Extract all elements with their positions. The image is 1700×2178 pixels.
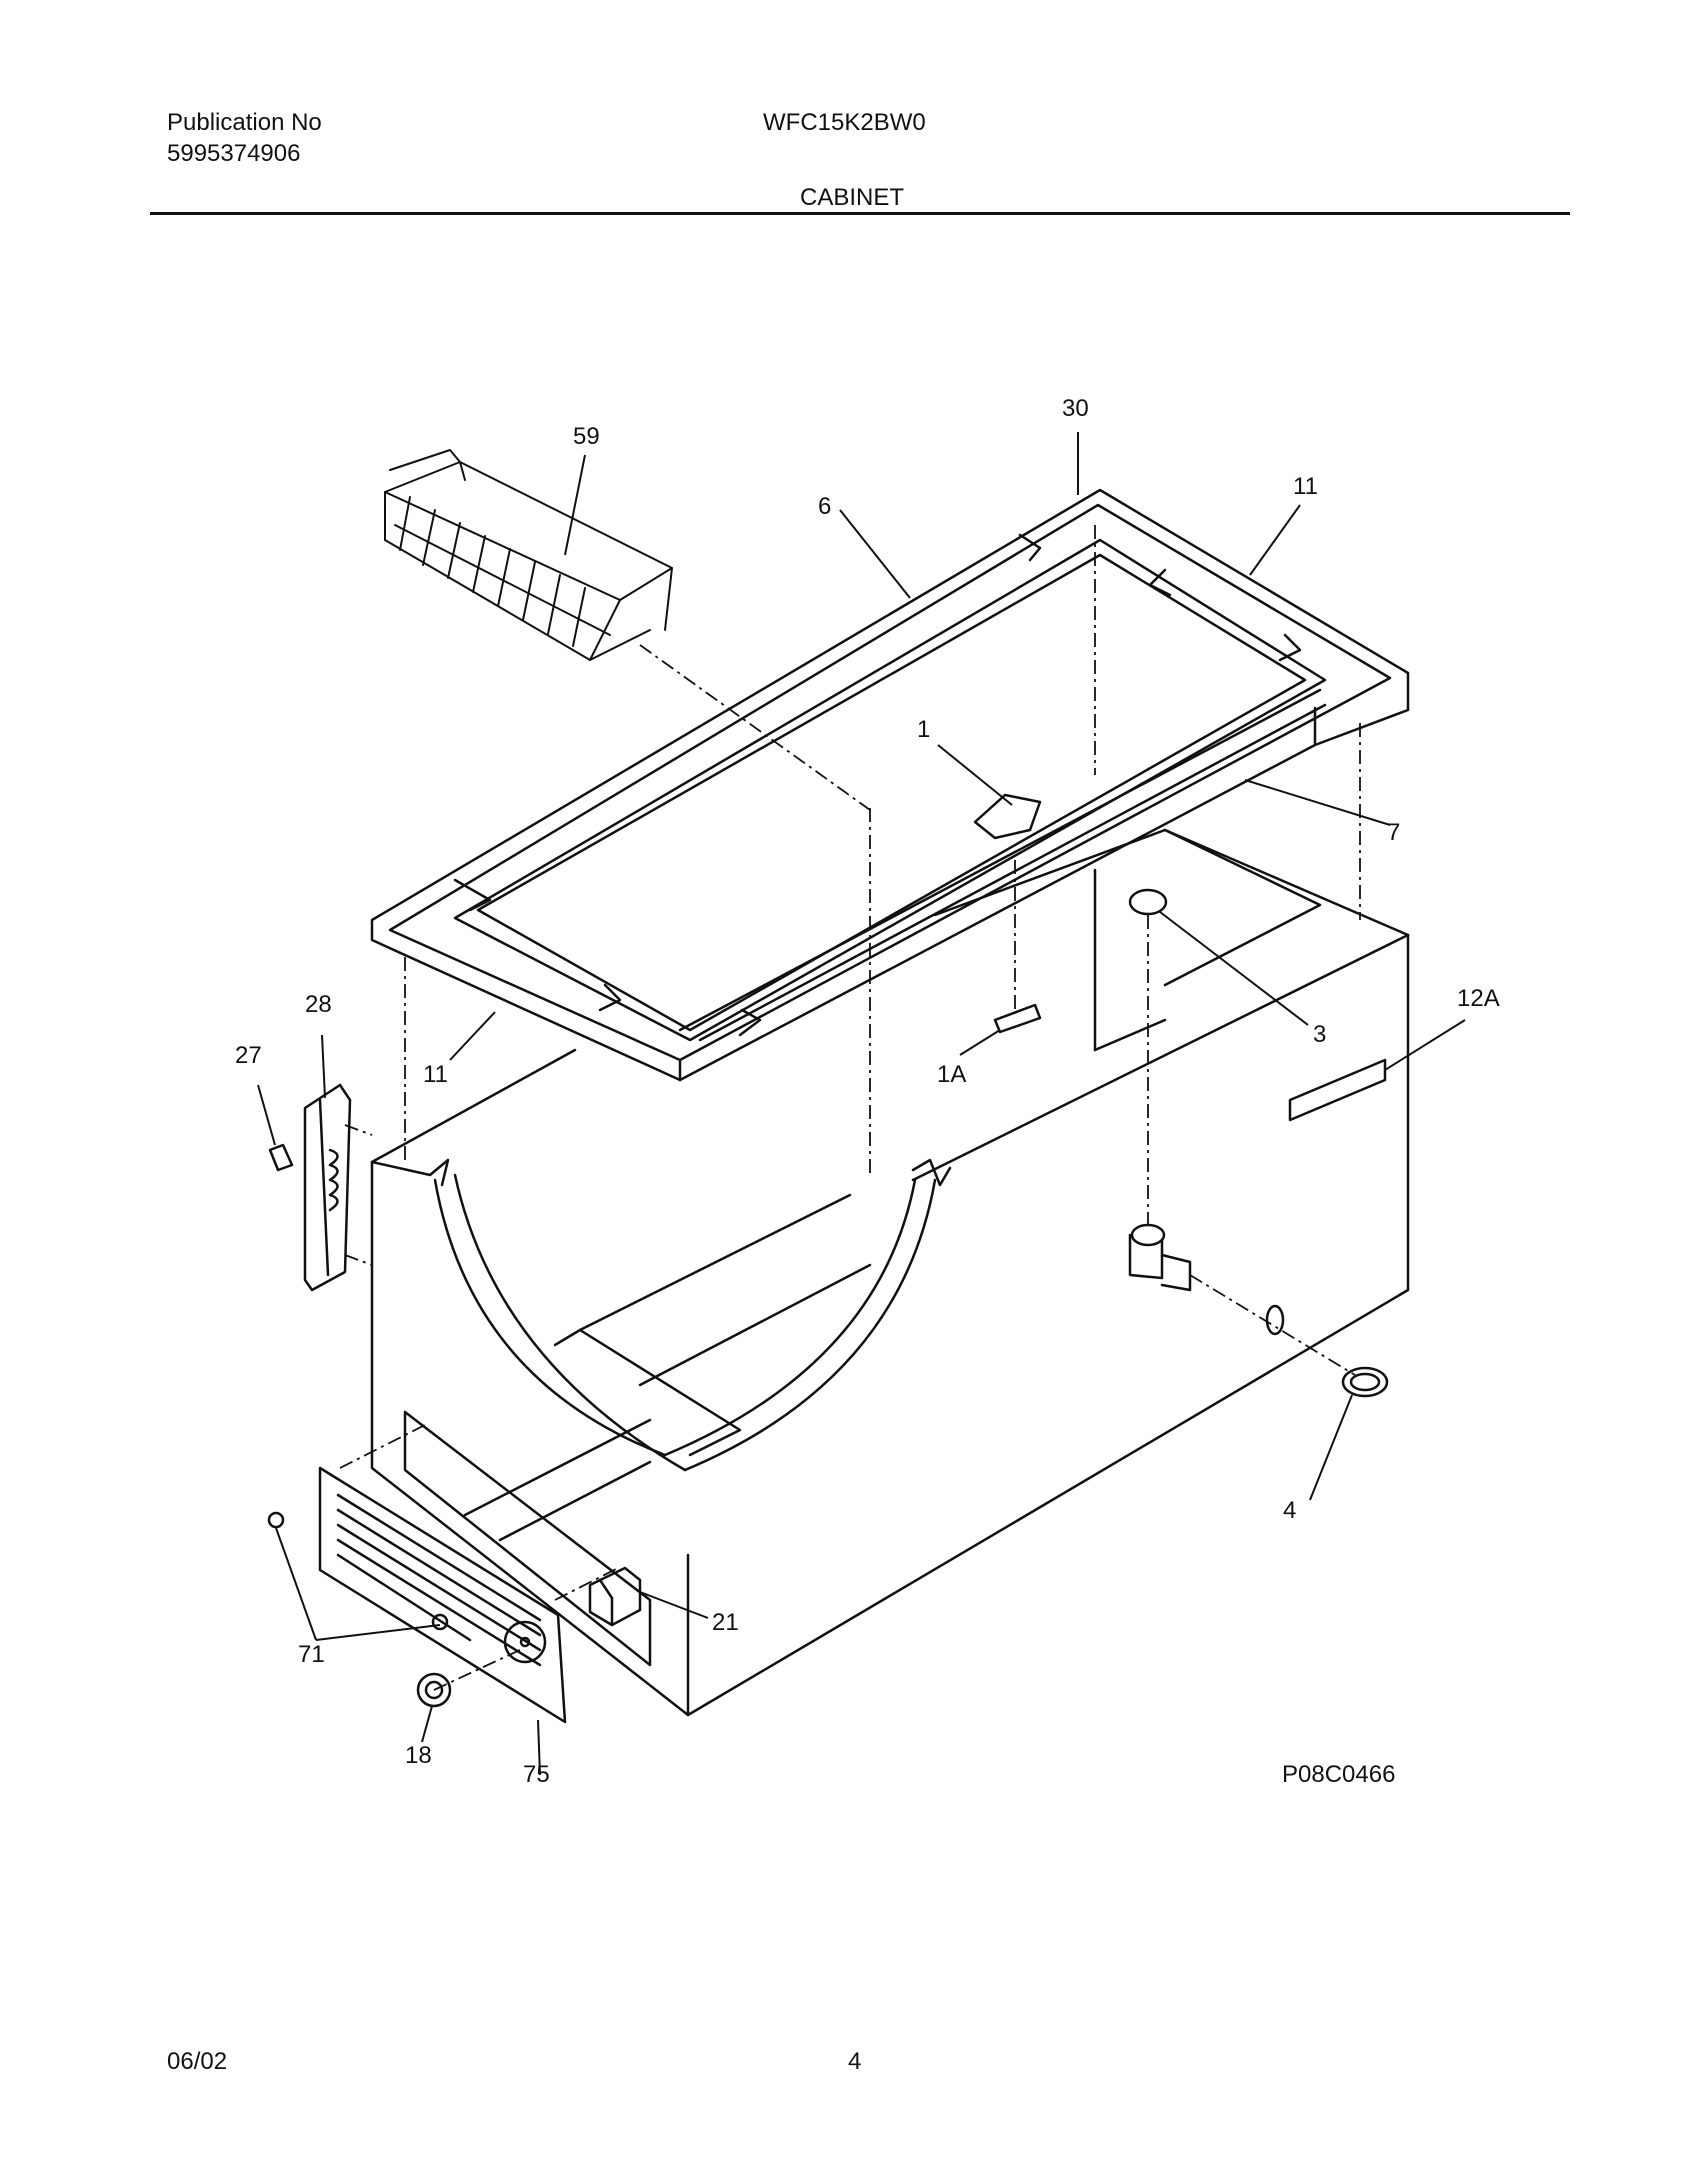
hinge-screw: [268, 1143, 294, 1172]
front-grille: [318, 1466, 567, 1724]
publication-label: Publication No: [167, 109, 322, 136]
callout-28: 28: [305, 991, 332, 1018]
callout-18: 18: [405, 1742, 432, 1769]
handle: [973, 793, 1042, 840]
callout-75: 75: [523, 1761, 550, 1788]
callout-11: 11: [1293, 473, 1318, 500]
callout-7: 7: [1387, 819, 1400, 846]
publication-date: 06/02: [167, 2048, 228, 2075]
callout-21: 21: [712, 1609, 739, 1636]
cabinet-body: [370, 828, 1410, 1717]
callout-59: 59: [573, 423, 600, 450]
callout-1: 1: [917, 716, 930, 743]
callout-71: 71: [298, 1641, 325, 1668]
callout-30: 30: [1062, 395, 1089, 422]
callout-1a: 1A: [937, 1061, 966, 1088]
callout-27: 27: [235, 1042, 262, 1069]
drain-cap: [1128, 888, 1168, 916]
top-rim-frame: [370, 488, 1410, 1082]
hinge: [303, 1083, 352, 1292]
section-title: CABINET: [800, 184, 905, 211]
header-rule: [150, 212, 1570, 215]
drain-plug: [1341, 1366, 1389, 1398]
callout-11b: 11: [423, 1061, 448, 1088]
label-plate: [1288, 1058, 1387, 1122]
publication-number: 5995374906: [167, 140, 301, 167]
callout-3: 3: [1313, 1021, 1326, 1048]
page-number: 4: [848, 2048, 862, 2075]
wire-basket: [384, 449, 673, 661]
model-number: WFC15K2BW0: [763, 109, 926, 136]
callout-12a: 12A: [1457, 985, 1500, 1012]
thermostat: [588, 1566, 642, 1627]
drawing-code: P08C0466: [1282, 1761, 1395, 1788]
callout-6: 6: [818, 493, 831, 520]
latch-bracket: [993, 1003, 1042, 1034]
callout-4: 4: [1283, 1497, 1296, 1524]
